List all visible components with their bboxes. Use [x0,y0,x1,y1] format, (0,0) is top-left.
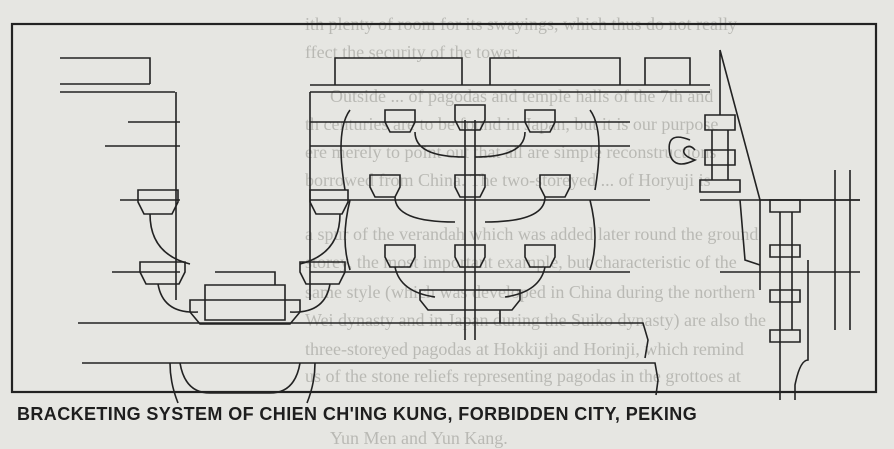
bracket-sets [137,49,860,404]
bleed-line: same style (which was developed in China… [305,282,756,302]
cloud-scroll-ornament [668,136,698,165]
bleed-line: borrowed from China. The two-storeyed ..… [305,170,711,190]
bleed-line: storey, the most important example, but … [305,252,737,272]
side-section-bracket [668,49,860,400]
bleed-line: th centuries are to be found in Japan, b… [305,114,719,134]
bleed-line: Yun Men and Yun Kang. [330,428,508,448]
bleed-line: a spur of the verandah which was added l… [305,224,759,244]
center-bracket-stack [340,104,600,340]
figure-caption: BRACKETING SYSTEM OF CHIEN CH'ING KUNG, … [17,404,698,424]
bleed-line: Wei dynasty and in Japan during the Suik… [305,310,766,330]
figure-frame [10,22,878,394]
bleed-line: us of the stone reliefs representing pag… [305,366,741,386]
bleed-line: Outside ... of pagodas and temple halls … [330,86,714,106]
bleed-line: ffect the security of the tower. [305,42,521,62]
roof-beams [60,57,860,396]
bleed-line: three-storeyed pagodas at Hokkiji and Ho… [305,339,744,359]
